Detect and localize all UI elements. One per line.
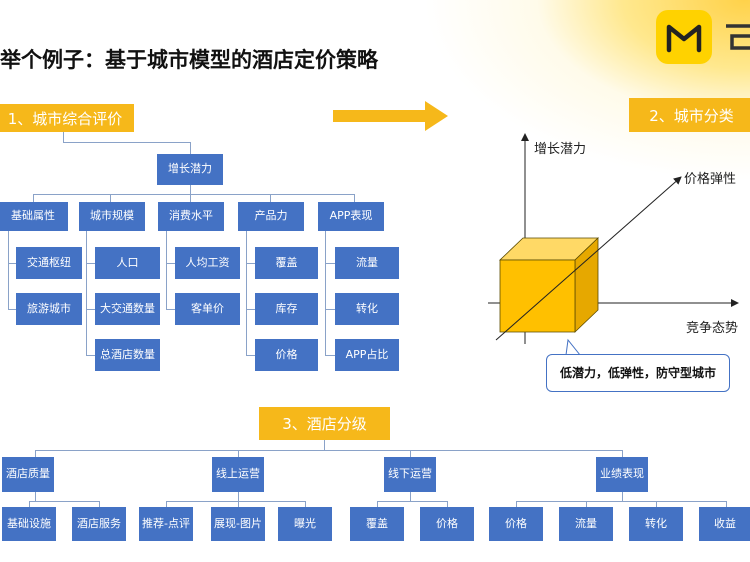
node-perf-price: 价格 [489, 507, 543, 541]
node-online-ops: 线上运营 [212, 457, 264, 492]
node-avg-order-price: 客单价 [175, 293, 240, 325]
node-coverage: 覆盖 [255, 247, 318, 279]
node-display-images: 展现-图片 [211, 507, 265, 541]
node-infrastructure: 基础设施 [2, 507, 56, 541]
city-type-callout: 低潜力，低弹性，防守型城市 [546, 354, 730, 392]
node-perf-revenue: 收益 [699, 507, 750, 541]
node-traffic: 流量 [335, 247, 399, 279]
node-perf-conversion: 转化 [629, 507, 683, 541]
axis-label-growth: 增长潜力 [534, 142, 587, 157]
node-offline-ops: 线下运营 [384, 457, 436, 492]
node-perf-traffic: 流量 [559, 507, 613, 541]
node-offline-coverage: 覆盖 [350, 507, 404, 541]
node-basic-attributes: 基础属性 [0, 202, 68, 231]
mafengwo-logo-icon [656, 10, 712, 64]
node-app-performance: APP表现 [318, 202, 384, 231]
node-business-perf: 业绩表现 [596, 457, 648, 492]
node-tourist-city: 旅游城市 [16, 293, 82, 325]
node-city-scale: 城市规模 [79, 202, 145, 231]
node-conversion: 转化 [335, 293, 399, 325]
node-product-power: 产品力 [238, 202, 304, 231]
node-transport-hub: 交通枢纽 [16, 247, 82, 279]
node-avg-salary: 人均工资 [175, 247, 240, 279]
logo-wordmark-icon [722, 22, 750, 52]
section-badge-hotel-grade: 3、酒店分级 [259, 407, 390, 440]
section-badge-city-class: 2、城市分类 [629, 98, 750, 132]
node-transport-count: 大交通数量 [95, 293, 160, 325]
node-hotel-count: 总酒店数量 [95, 339, 160, 371]
node-growth-potential: 增长潜力 [157, 154, 223, 185]
page-title: 举个例子：基于城市模型的酒店定价策略 [0, 48, 378, 72]
node-consumption-level: 消费水平 [158, 202, 224, 231]
node-offline-price: 价格 [420, 507, 474, 541]
axis-label-elasticity: 价格弹性 [684, 172, 737, 187]
axis-label-competition: 竞争态势 [686, 321, 739, 336]
node-hotel-service: 酒店服务 [72, 507, 126, 541]
section-badge-city-eval: 1、城市综合评价 [0, 104, 134, 132]
node-inventory: 库存 [255, 293, 318, 325]
node-hotel-quality: 酒店质量 [2, 457, 54, 492]
node-exposure: 曝光 [278, 507, 332, 541]
node-recommend-review: 推荐-点评 [139, 507, 193, 541]
node-app-share: APP占比 [335, 339, 399, 371]
node-population: 人口 [95, 247, 160, 279]
node-price: 价格 [255, 339, 318, 371]
